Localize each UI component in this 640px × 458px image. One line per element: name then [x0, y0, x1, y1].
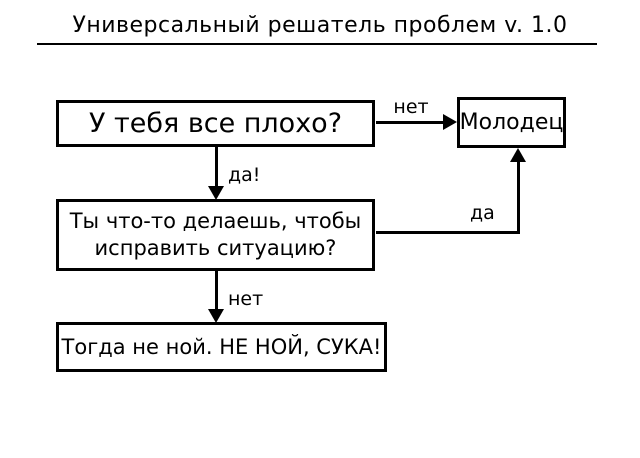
- final-box-dont-whine: Тогда не ной. НЕ НОЙ, СУКА!: [56, 322, 387, 372]
- edge-no1-label: нет: [393, 96, 429, 118]
- edge-yes2-label: да: [470, 202, 495, 224]
- edge-no2-label: нет: [228, 288, 264, 310]
- title-underline: [37, 43, 597, 45]
- edge-yes2-line-horizontal: [376, 231, 520, 234]
- final-box-dont-whine-label: Тогда не ной. НЕ НОЙ, СУКА!: [61, 335, 382, 359]
- edge-no1-line: [376, 121, 446, 124]
- arrowhead-up-icon: [510, 148, 526, 162]
- question-box-fixing-situation-line2: исправить ситуацию?: [94, 236, 337, 260]
- question-box-fixing-situation-line1: Ты что-то делаешь, чтобы: [69, 209, 362, 233]
- praise-box-label: Молодец: [459, 110, 564, 135]
- question-box-everything-bad: У тебя все плохо?: [56, 100, 375, 147]
- edge-no2-line: [215, 271, 218, 312]
- arrowhead-down-icon: [208, 309, 224, 323]
- edge-yes1-line: [215, 147, 218, 189]
- edge-yes2-line-vertical: [517, 159, 520, 234]
- arrowhead-right-icon: [443, 114, 457, 130]
- diagram-title: Универсальный решатель проблем v. 1.0: [72, 13, 568, 38]
- arrowhead-down-icon: [208, 186, 224, 200]
- praise-box: Молодец: [457, 97, 566, 148]
- question-box-fixing-situation: Ты что-то делаешь, чтобы исправить ситуа…: [56, 199, 375, 271]
- question-box-everything-bad-label: У тебя все плохо?: [88, 108, 343, 139]
- edge-yes1-label: да!: [228, 164, 261, 186]
